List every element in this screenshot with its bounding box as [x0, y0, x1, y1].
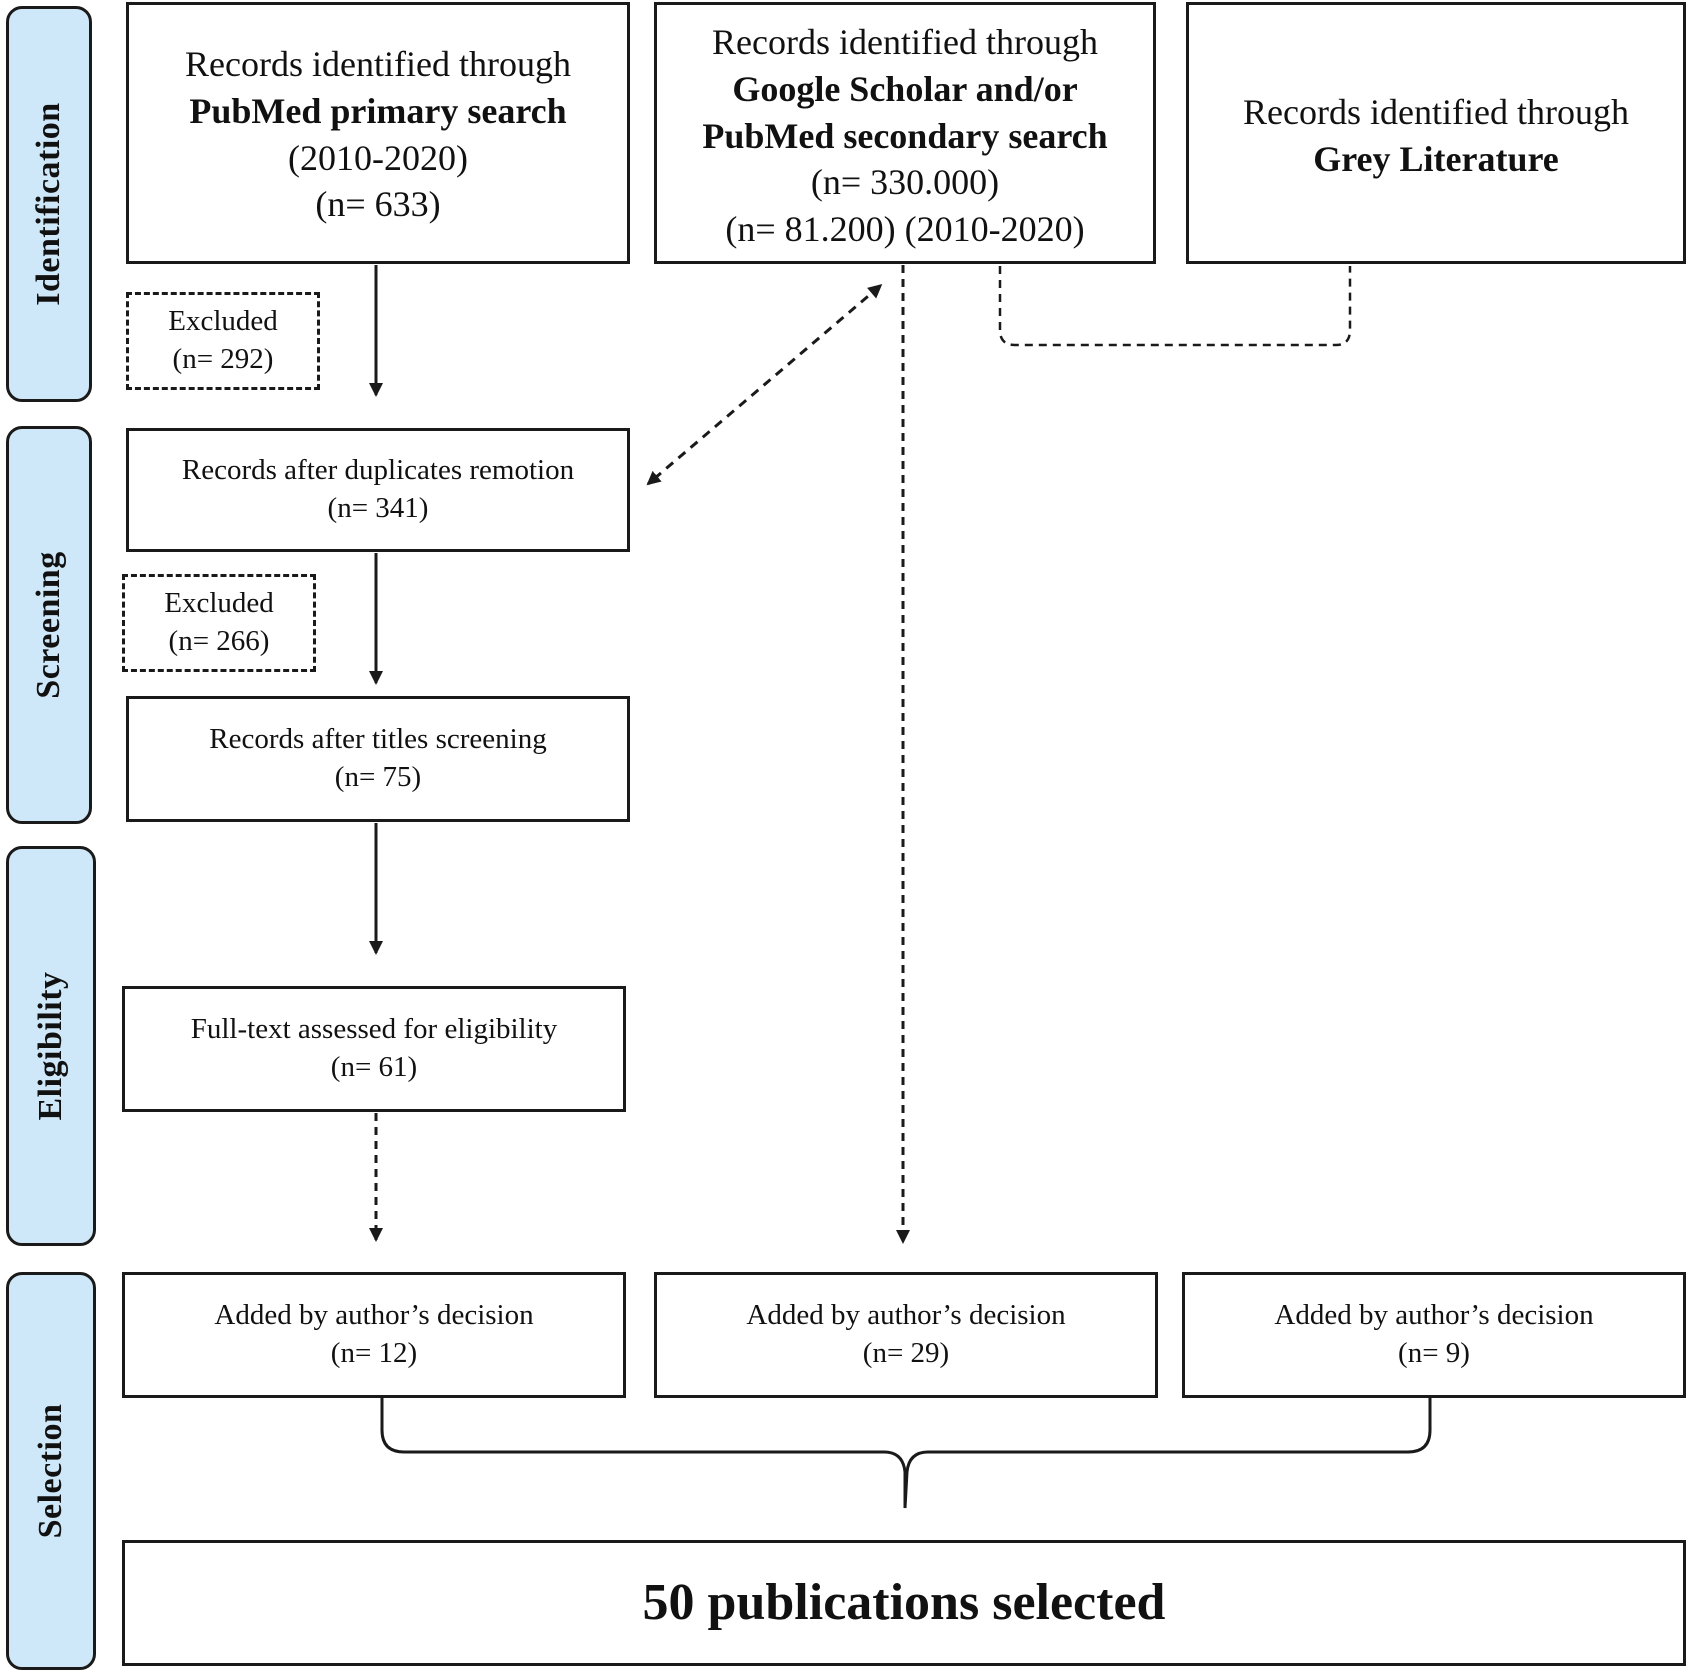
fulltext-line1: Full-text assessed for eligibility — [190, 1013, 558, 1046]
added3-line2: (n= 9) — [1398, 1337, 1470, 1369]
excluded2-line2: (n= 266) — [168, 625, 270, 657]
scholar-line3: PubMed secondary search — [702, 115, 1108, 156]
added1-line2: (n= 12) — [330, 1337, 418, 1369]
pubmed-primary-search-box: Records identified through PubMed primar… — [126, 2, 630, 264]
added-by-author-box-1: Added by author’s decision (n= 12) — [122, 1272, 626, 1398]
added3-line1: Added by author’s decision — [1274, 1299, 1594, 1332]
pubmed-line4: (n= 633) — [315, 184, 441, 225]
pubmed-line3: (2010-2020) — [288, 137, 468, 178]
duplicates-removed-box: Records after duplicates remotion (n= 34… — [126, 428, 630, 552]
scholar-line4: (n= 330.000) — [810, 162, 1000, 203]
pubmed-line2: PubMed primary search — [189, 90, 567, 131]
added1-line1: Added by author’s decision — [214, 1299, 534, 1332]
arrow-scholar-duplicates-link — [646, 284, 883, 486]
fulltext-eligibility-box: Full-text assessed for eligibility (n= 6… — [122, 986, 626, 1112]
excluded-screening-box: Excluded (n= 266) — [122, 574, 316, 672]
scholar-line2: Google Scholar and/or — [732, 68, 1078, 109]
titles-line2: (n= 75) — [334, 761, 422, 793]
pubmed-line1: Records identified through — [185, 44, 571, 84]
added2-line1: Added by author’s decision — [746, 1299, 1066, 1332]
publications-selected-label: 50 publications selected — [642, 1574, 1166, 1632]
added-by-author-box-3: Added by author’s decision (n= 9) — [1182, 1272, 1686, 1398]
excluded-identification-box: Excluded (n= 292) — [126, 292, 320, 390]
duplicates-line2: (n= 341) — [327, 492, 429, 524]
scholar-line5: (n= 81.200) (2010-2020) — [725, 209, 1085, 250]
excluded2-line1: Excluded — [164, 587, 274, 620]
grey-line1: Records identified through — [1243, 92, 1629, 132]
phase-eligibility: Eligibility — [6, 846, 96, 1246]
duplicates-line1: Records after duplicates remotion — [181, 454, 575, 487]
bracket-scholar-grey — [998, 266, 1352, 347]
titles-screening-box: Records after titles screening (n= 75) — [126, 696, 630, 822]
excluded1-line2: (n= 292) — [172, 343, 274, 375]
publications-selected-box: 50 publications selected — [122, 1540, 1686, 1666]
scholar-line1: Records identified through — [712, 22, 1098, 62]
selection-brace — [380, 1398, 1432, 1509]
added2-line2: (n= 29) — [862, 1337, 950, 1369]
phase-selection: Selection — [6, 1272, 96, 1670]
titles-line1: Records after titles screening — [209, 723, 547, 756]
fulltext-line2: (n= 61) — [330, 1051, 418, 1083]
excluded1-line1: Excluded — [168, 305, 278, 338]
grey-line2: Grey Literature — [1313, 138, 1559, 179]
phase-identification: Identification — [6, 6, 92, 402]
phase-screening: Screening — [6, 426, 92, 824]
grey-literature-box: Records identified through Grey Literatu… — [1186, 2, 1686, 264]
scholar-secondary-search-box: Records identified through Google Schola… — [654, 2, 1156, 264]
added-by-author-box-2: Added by author’s decision (n= 29) — [654, 1272, 1158, 1398]
